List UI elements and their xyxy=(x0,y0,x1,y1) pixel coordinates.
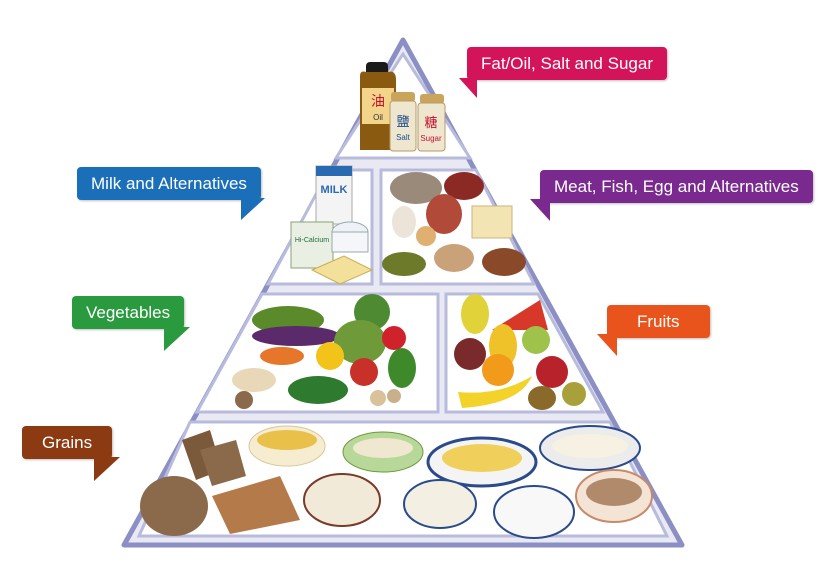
milk-products-image: MILK Hi-Calcium xyxy=(290,165,374,285)
salt-jar-image: 鹽 Salt xyxy=(389,92,417,152)
oil-jar-label: Oil xyxy=(373,113,383,122)
sugar-jar-char: 糖 xyxy=(424,115,437,131)
callout-meat-fish-egg: Meat, Fish, Egg and Alternatives xyxy=(530,170,813,221)
milk-carton-label: MILK xyxy=(321,184,348,196)
grains-image xyxy=(140,425,653,539)
salt-jar-label: Salt xyxy=(396,133,411,142)
calcium-carton-label: Hi-Calcium xyxy=(295,237,329,244)
callout-vegetables: Vegetables xyxy=(72,296,191,351)
callout-grains: Grains xyxy=(22,426,121,481)
callout-fat-oil-salt-sugar: Fat/Oil, Salt and Sugar xyxy=(459,47,667,98)
vegetables-image xyxy=(232,294,416,409)
fruits-image xyxy=(454,294,586,410)
salt-jar-char: 鹽 xyxy=(396,115,409,130)
callout-milk-and-alternatives: Milk and Alternatives xyxy=(77,167,265,220)
oil-bottle-image: 油 Oil xyxy=(360,62,396,150)
meat-fish-egg-image xyxy=(382,172,526,276)
sugar-jar-label: Sugar xyxy=(420,134,442,143)
sugar-jar-image: 糖 Sugar xyxy=(417,94,446,152)
oil-jar-char: 油 xyxy=(371,94,385,110)
callout-fruits: Fruits xyxy=(597,305,710,356)
